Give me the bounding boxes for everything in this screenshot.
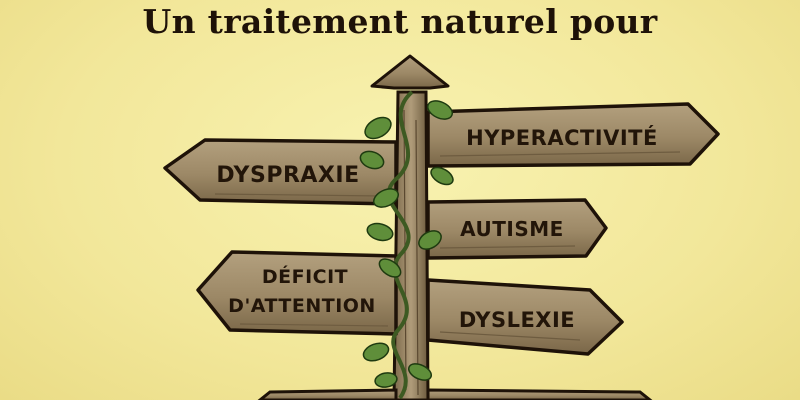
sign-bottom-cropped	[257, 388, 653, 400]
page-title: Un traitement naturel pour	[142, 2, 658, 41]
sign-label-deficit-line1: DÉFICIT	[262, 265, 348, 288]
sign-label-autisme: AUTISME	[460, 217, 564, 241]
sign-label-dyslexie: DYSLEXIE	[459, 308, 575, 332]
sign-autisme: AUTISME	[426, 198, 608, 260]
vine-decoration	[359, 90, 454, 400]
sign-deficit-attention: DÉFICIT D'ATTENTION	[196, 250, 398, 336]
sign-dyspraxie: DYSPRAXIE	[163, 138, 398, 206]
sign-label-deficit-line2: D'ATTENTION	[228, 295, 376, 317]
sign-label-dyspraxie: DYSPRAXIE	[216, 163, 359, 188]
sign-dyslexie: DYSLEXIE	[426, 278, 624, 356]
sign-hyperactivite: HYPERACTIVITÉ	[426, 102, 720, 168]
sign-label-hyperactivite: HYPERACTIVITÉ	[466, 125, 658, 150]
